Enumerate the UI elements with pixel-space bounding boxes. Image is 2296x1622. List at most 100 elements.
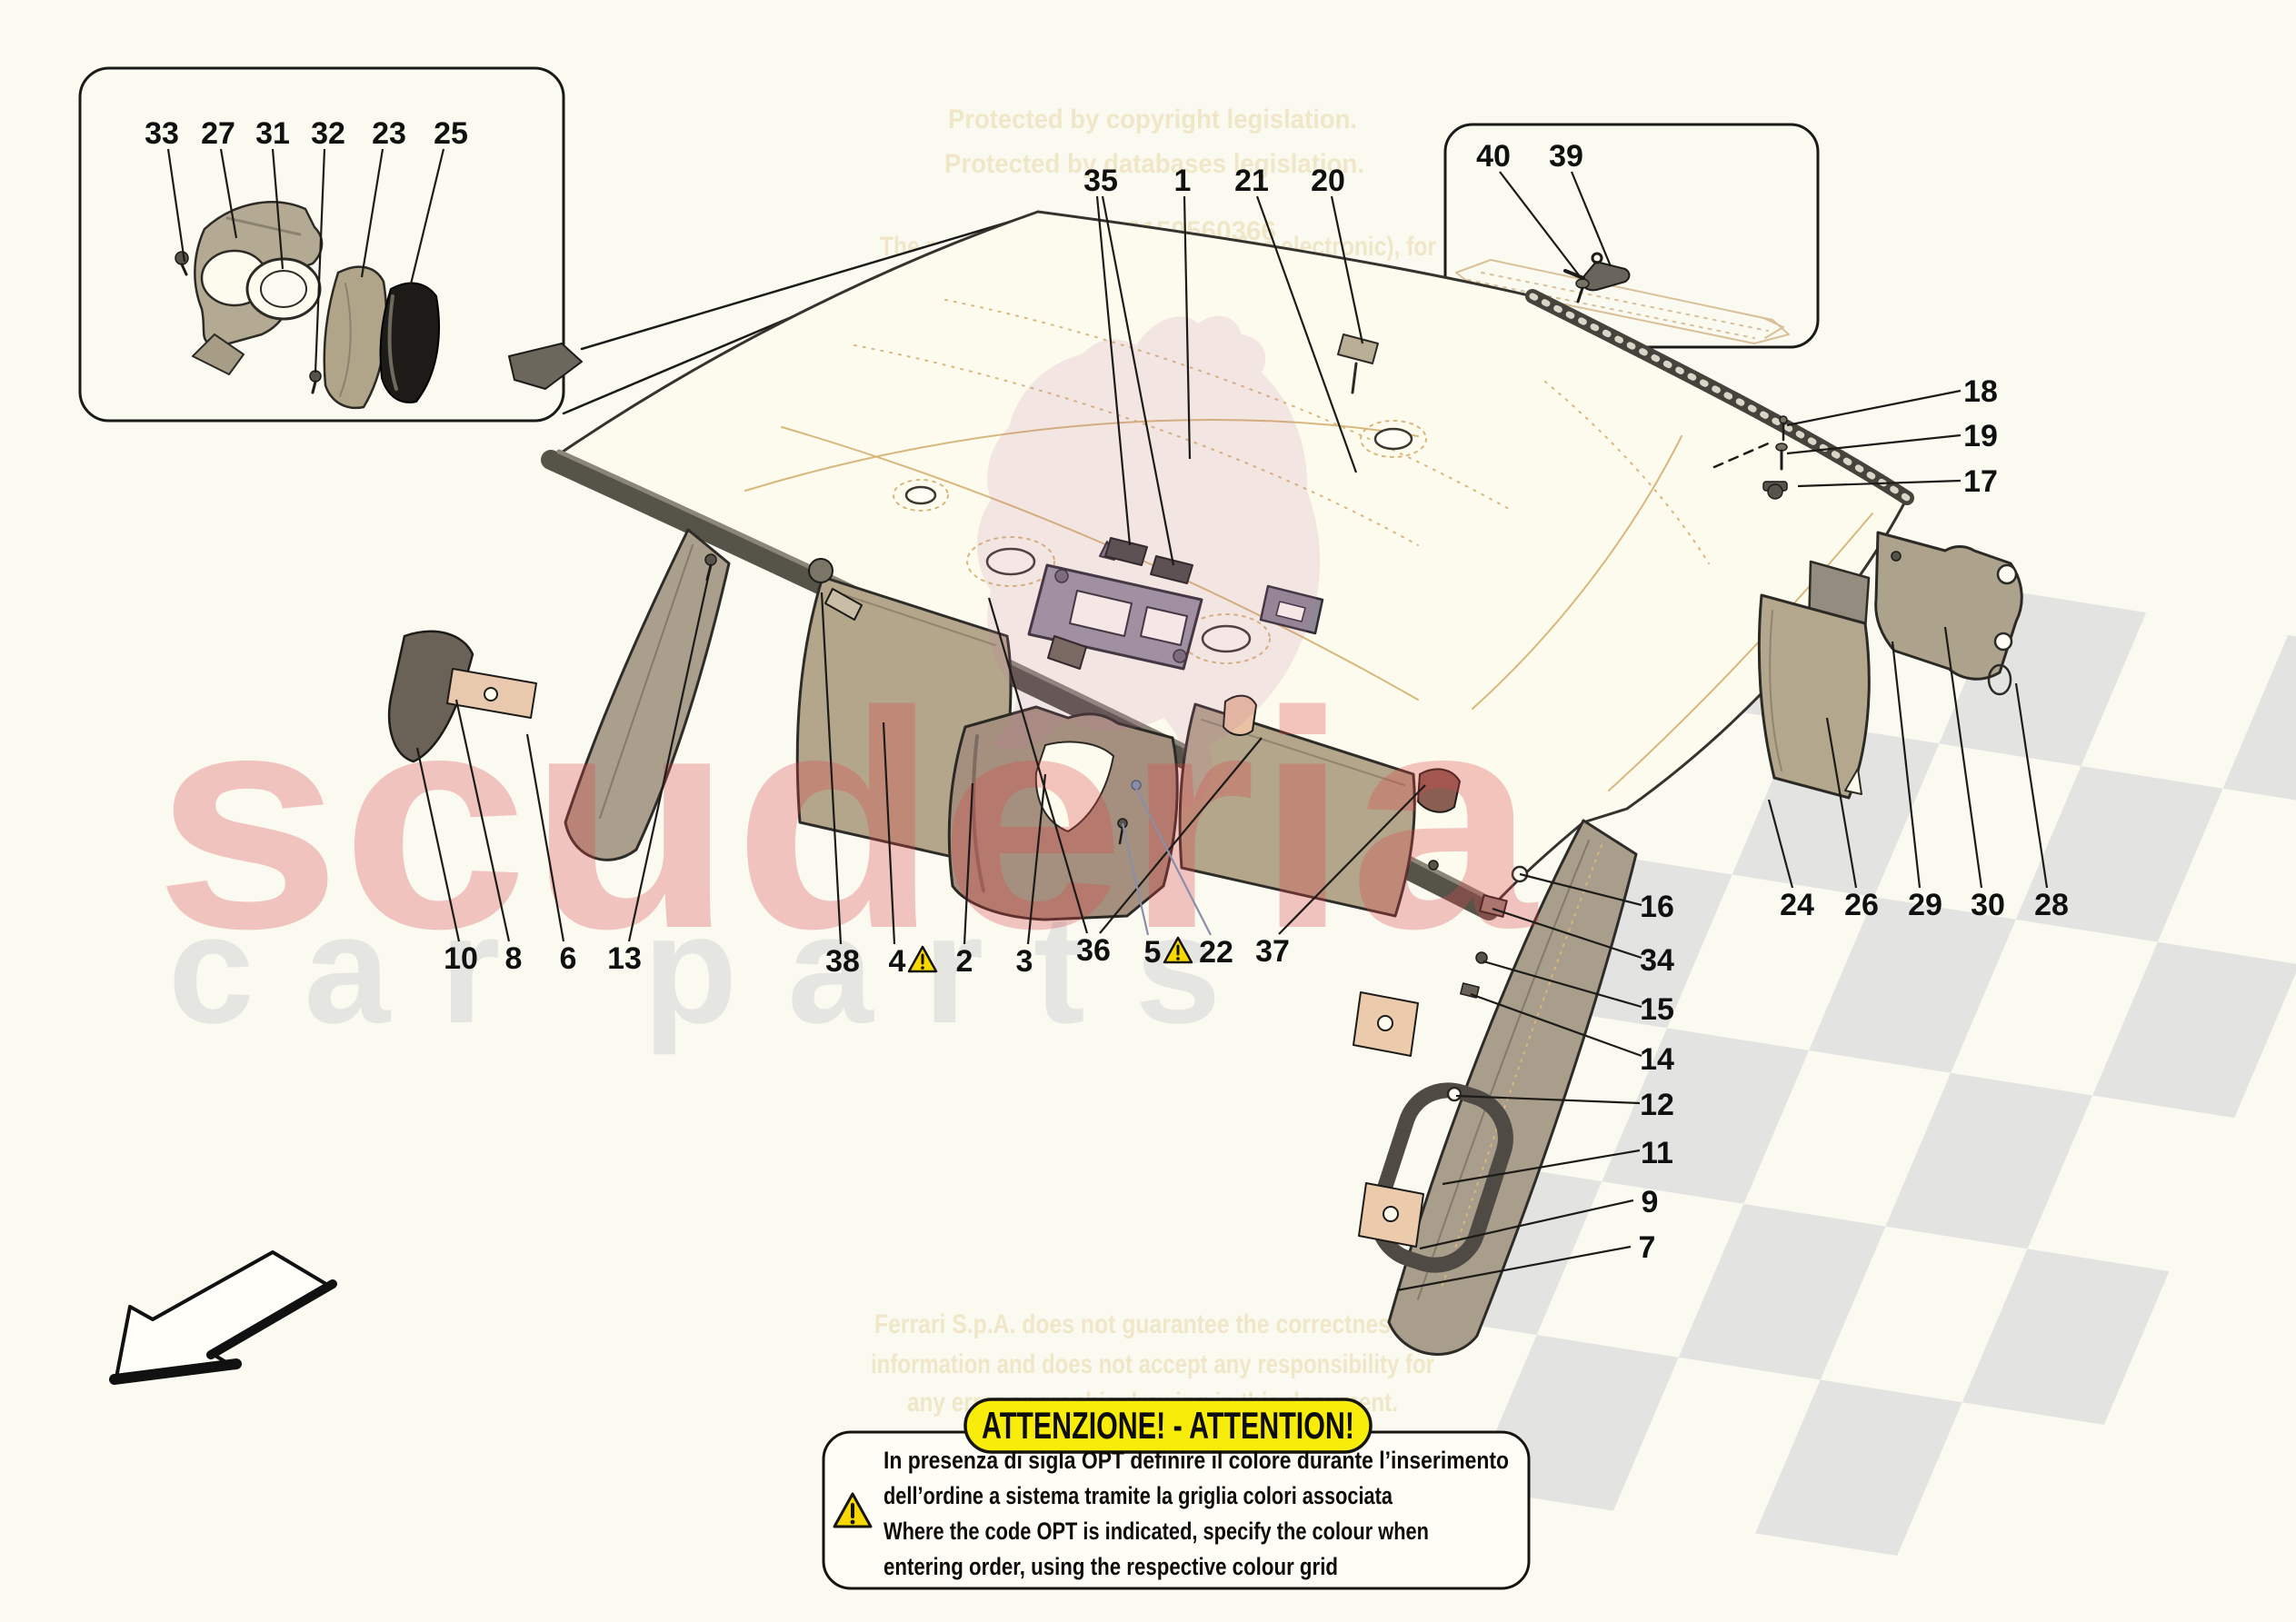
callout-label: 33 — [145, 116, 179, 151]
callout-label: 35 — [1083, 164, 1118, 198]
callout-5: 5 — [1121, 822, 1193, 970]
callout-label: 31 — [255, 116, 290, 151]
leader-line — [1183, 195, 1192, 460]
leader-line — [454, 699, 511, 942]
callout-label: 26 — [1844, 888, 1879, 922]
a-pillar-trim — [564, 528, 731, 861]
callout-20: 20 — [1311, 164, 1364, 344]
callout-22: 22 — [1135, 788, 1233, 970]
leader-line — [1396, 1245, 1632, 1292]
leader-line — [360, 148, 384, 278]
checker-cell — [1755, 1379, 1962, 1557]
grab-handle — [1370, 1082, 1513, 1273]
prancing-horse-watermark — [977, 315, 1321, 810]
leader-line — [219, 148, 238, 239]
callout-30: 30 — [1943, 626, 2005, 922]
callout-26: 26 — [1825, 717, 1879, 922]
callout-label: 15 — [1640, 992, 1674, 1027]
callout-29: 29 — [1891, 641, 1942, 922]
clip-14 — [1460, 982, 1480, 999]
leader-line — [1492, 907, 1642, 960]
warning-icon — [907, 945, 938, 973]
speaker-ring — [245, 257, 322, 321]
leader-line — [1570, 171, 1612, 267]
callout-label: 8 — [505, 941, 523, 976]
callout-35: 35 — [1083, 164, 1175, 566]
sun-visor-right — [1178, 694, 1461, 918]
diagram — [78, 66, 2023, 1385]
callout-label: 18 — [1963, 374, 1998, 409]
checker-cell — [1962, 1249, 2170, 1425]
headliner-seams — [744, 299, 1873, 791]
callout-40: 40 — [1476, 139, 1583, 281]
screw-15 — [1475, 951, 1488, 964]
rail-screw-40 — [1575, 278, 1590, 304]
leader-line — [406, 148, 445, 296]
attention-pill — [963, 1398, 1373, 1454]
console-cover-trim — [947, 635, 1179, 921]
leader-line — [1767, 799, 1794, 889]
callout-19: 19 — [1786, 419, 1998, 455]
leader-line — [1095, 195, 1132, 546]
fastener-grommet-17 — [1762, 481, 1788, 500]
legal-line: Protected by copyright legislation. — [948, 104, 1357, 134]
callout-24: 24 — [1767, 799, 1814, 922]
screw-32 — [309, 370, 322, 394]
callout-label: 37 — [1255, 934, 1290, 969]
leader-line — [1099, 737, 1263, 934]
leader-line — [1786, 433, 1962, 455]
callout-label: 29 — [1908, 888, 1942, 922]
leader-line — [882, 721, 896, 945]
leader-line — [1499, 171, 1583, 281]
callout-label: 34 — [1640, 943, 1674, 978]
leader-line — [415, 747, 461, 942]
callout-label: 22 — [1199, 935, 1233, 970]
callout-23: 23 — [360, 116, 406, 278]
callout-37: 37 — [1255, 784, 1426, 969]
callout-label: 17 — [1963, 464, 1998, 499]
leader-line — [1121, 822, 1150, 936]
leader-line — [1330, 195, 1364, 344]
attention-title: ATTENZIONE! - ATTENTION! — [982, 1404, 1354, 1447]
callout-39: 39 — [1549, 139, 1612, 267]
leader-line — [963, 782, 974, 945]
brand-watermark: scuderia car parts — [155, 315, 1538, 1056]
a-pillar-upper-trim — [387, 630, 474, 763]
leader-line — [1135, 788, 1212, 936]
callout-3: 3 — [1016, 773, 1047, 979]
callout-8: 8 — [454, 699, 523, 976]
callout-label: 32 — [311, 116, 345, 151]
callout-label: 11 — [1641, 1136, 1673, 1170]
callout-label: 40 — [1476, 139, 1511, 174]
callout-16: 16 — [1519, 872, 1674, 924]
direction-arrow-icon — [109, 1250, 337, 1385]
leader-line — [2014, 682, 2049, 889]
leader-line — [166, 148, 186, 263]
callout-4: 4 — [882, 721, 938, 979]
leader-line — [1470, 992, 1642, 1058]
leader-line — [1455, 1094, 1641, 1105]
callout-label: 38 — [825, 944, 860, 979]
a-pillar-cluster — [387, 528, 731, 861]
callout-label: 4 — [889, 944, 906, 979]
leader-line — [627, 564, 713, 942]
callout-label: 39 — [1549, 139, 1583, 174]
callout-label: 5 — [1144, 935, 1162, 970]
callout-label: 10 — [444, 941, 478, 976]
callout-label: 23 — [372, 116, 406, 151]
callout-label: 1 — [1174, 164, 1192, 198]
callout-9: 9 — [1419, 1185, 1658, 1250]
warning-icon — [1163, 936, 1193, 964]
callout-label: 30 — [1971, 888, 2005, 922]
mounting-pad — [1104, 537, 1148, 566]
leader-line — [1442, 1149, 1641, 1186]
callout-12: 12 — [1455, 1088, 1674, 1122]
headliner-openings — [904, 427, 1413, 653]
attention-line: In presenza di sigla OPT definire il col… — [883, 1447, 1509, 1474]
callout-27: 27 — [201, 116, 238, 239]
c-pillar-cluster — [1353, 819, 1638, 1356]
callout-label: 13 — [607, 941, 642, 976]
leader-line — [1943, 626, 1983, 889]
